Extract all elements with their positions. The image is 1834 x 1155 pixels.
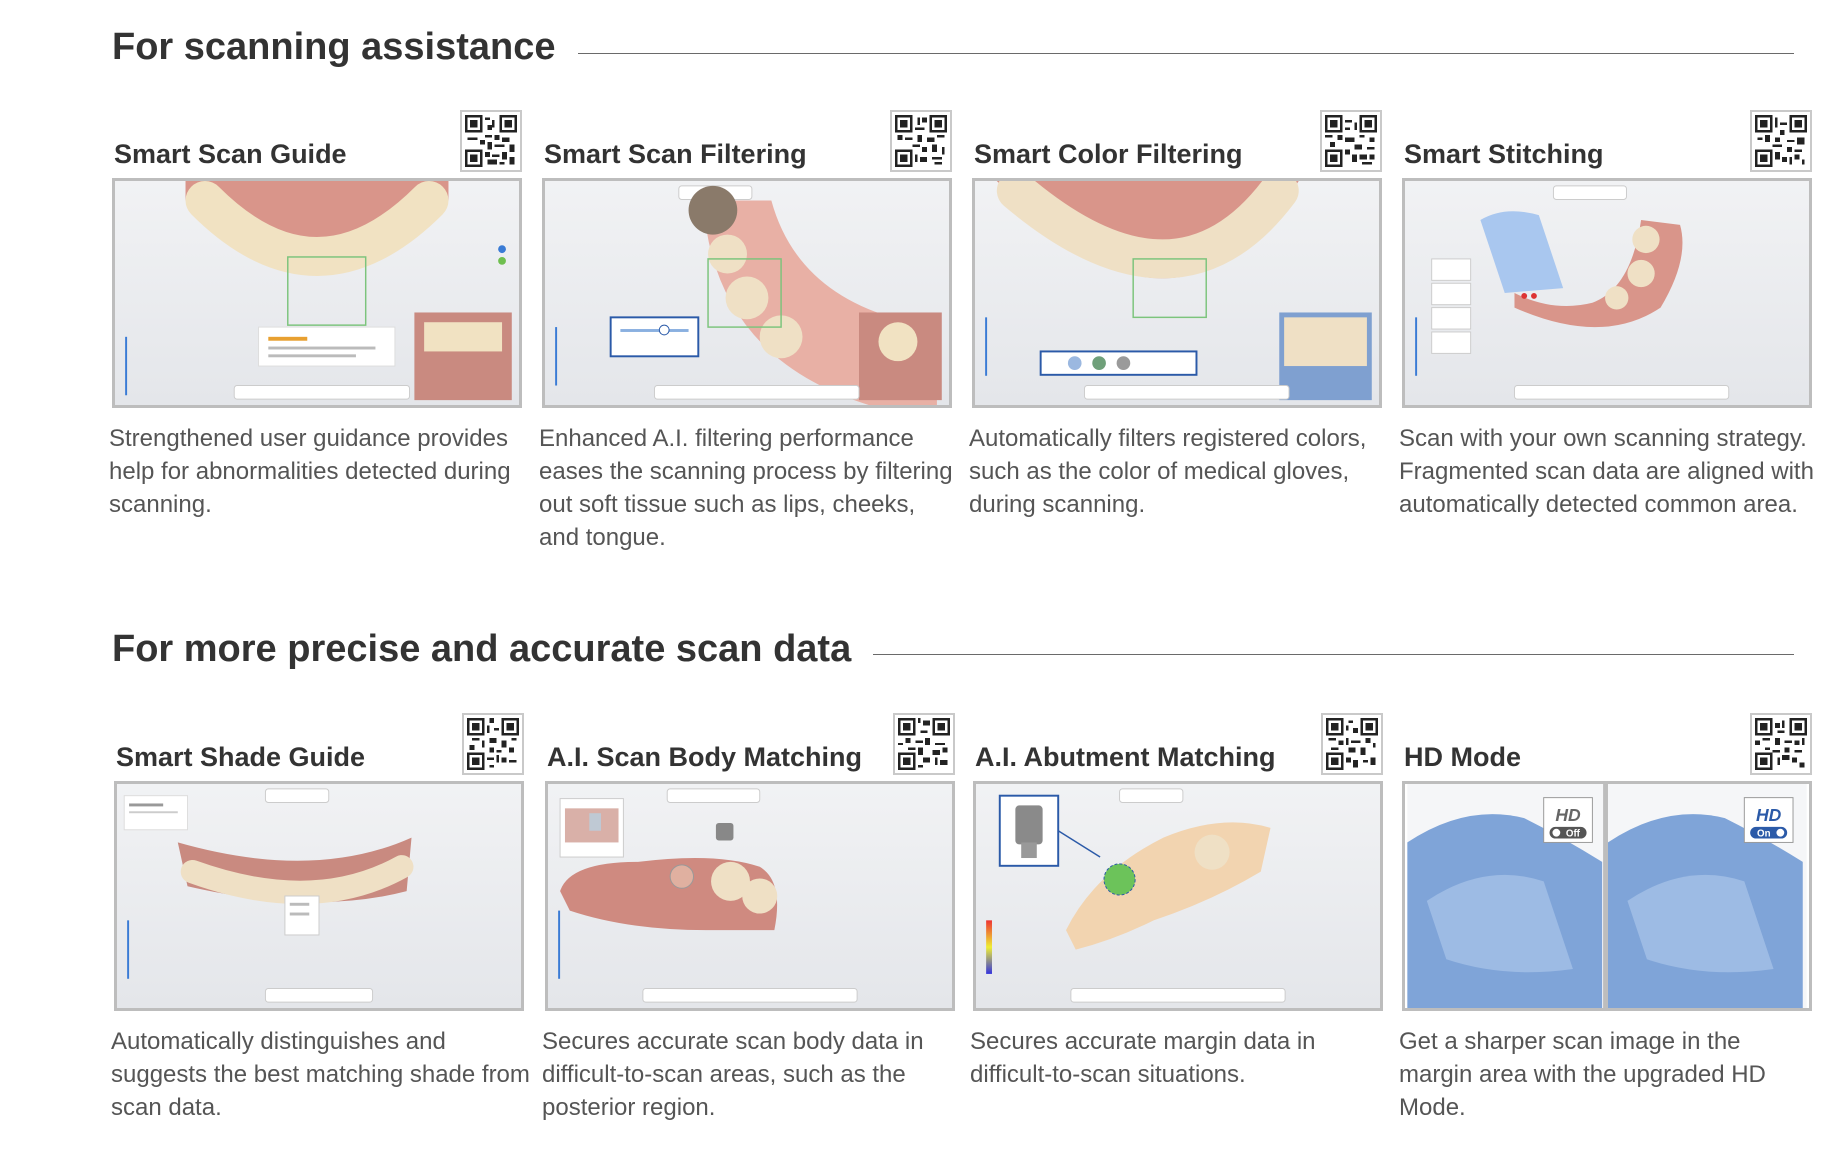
qr-code-icon (1750, 110, 1812, 172)
qr-code-icon (460, 110, 522, 172)
feature-card-ai-abutment-matching: A.I. Abutment Matching Secures accurate … (970, 713, 1383, 1091)
qr-code-icon (1321, 713, 1383, 775)
scan-filtering-screen (542, 178, 952, 408)
card-title: Smart Scan Guide (114, 139, 347, 169)
feature-card-smart-scan-filtering: Smart Scan Filtering Enhanced A.I. filte… (539, 110, 953, 554)
card-title: Smart Color Filtering (974, 139, 1243, 169)
card-title: Smart Shade Guide (116, 742, 366, 772)
qr-code-icon (890, 110, 952, 172)
card-description: Scan with your own scanning strategy. Fr… (1399, 425, 1814, 518)
feature-card-ai-scan-body-matching: A.I. Scan Body Matching Secures accurate… (542, 713, 955, 1124)
feature-card-smart-color-filtering: Smart Color Filtering Automatically filt… (969, 110, 1382, 521)
color-filtering-screen (972, 178, 1382, 408)
qr-code-icon (462, 713, 524, 775)
card-description: Get a sharper scan image in the margin a… (1399, 1028, 1766, 1121)
abutment-screen (973, 781, 1383, 1011)
qr-code-icon (1750, 713, 1812, 775)
card-description: Automatically distinguishes and suggests… (111, 1028, 530, 1121)
card-title: A.I. Scan Body Matching (547, 742, 863, 772)
card-title: Smart Stitching (1404, 139, 1604, 169)
card-title: A.I. Abutment Matching (975, 742, 1276, 772)
feature-card-smart-stitching: Smart Stitching Scan with your own scann… (1399, 110, 1814, 521)
feature-card-smart-shade-guide: Smart Shade Guide Automatically distingu… (111, 713, 530, 1124)
card-title: Smart Scan Filtering (544, 139, 807, 169)
scan-guide-screen (112, 178, 522, 408)
qr-code-icon (893, 713, 955, 775)
hd-on-label: On (1757, 829, 1771, 840)
section-title-precise-scan-data: For more precise and accurate scan data (112, 628, 874, 671)
section-divider-scanning (540, 53, 1794, 54)
hd-badge-label: HD (1756, 805, 1782, 825)
card-description: Secures accurate scan body data in diffi… (542, 1028, 924, 1121)
card-description: Strengthened user guidance provides help… (109, 425, 511, 518)
shade-guide-screen (114, 781, 524, 1011)
scan-body-screen (545, 781, 955, 1011)
card-description: Automatically filters registered colors,… (969, 425, 1367, 518)
hd-off-label: Off (1566, 829, 1581, 840)
card-description: Secures accurate margin data in difficul… (970, 1028, 1316, 1088)
feature-card-smart-scan-guide: Smart Scan Guide Strengthened user guida… (109, 110, 522, 521)
section-title-scanning-assistance: For scanning assistance (112, 26, 578, 69)
stitching-screen (1402, 178, 1812, 408)
qr-code-icon (1320, 110, 1382, 172)
card-title: HD Mode (1404, 742, 1521, 772)
hd-mode-screen: HD Off HD On (1402, 781, 1812, 1011)
feature-card-hd-mode: HD Mode HD Off HD On Get a sharper scan … (1399, 713, 1812, 1124)
card-description: Enhanced A.I. filtering performance ease… (539, 425, 953, 551)
hd-badge-label: HD (1555, 805, 1581, 825)
section-divider-precise (818, 654, 1794, 655)
